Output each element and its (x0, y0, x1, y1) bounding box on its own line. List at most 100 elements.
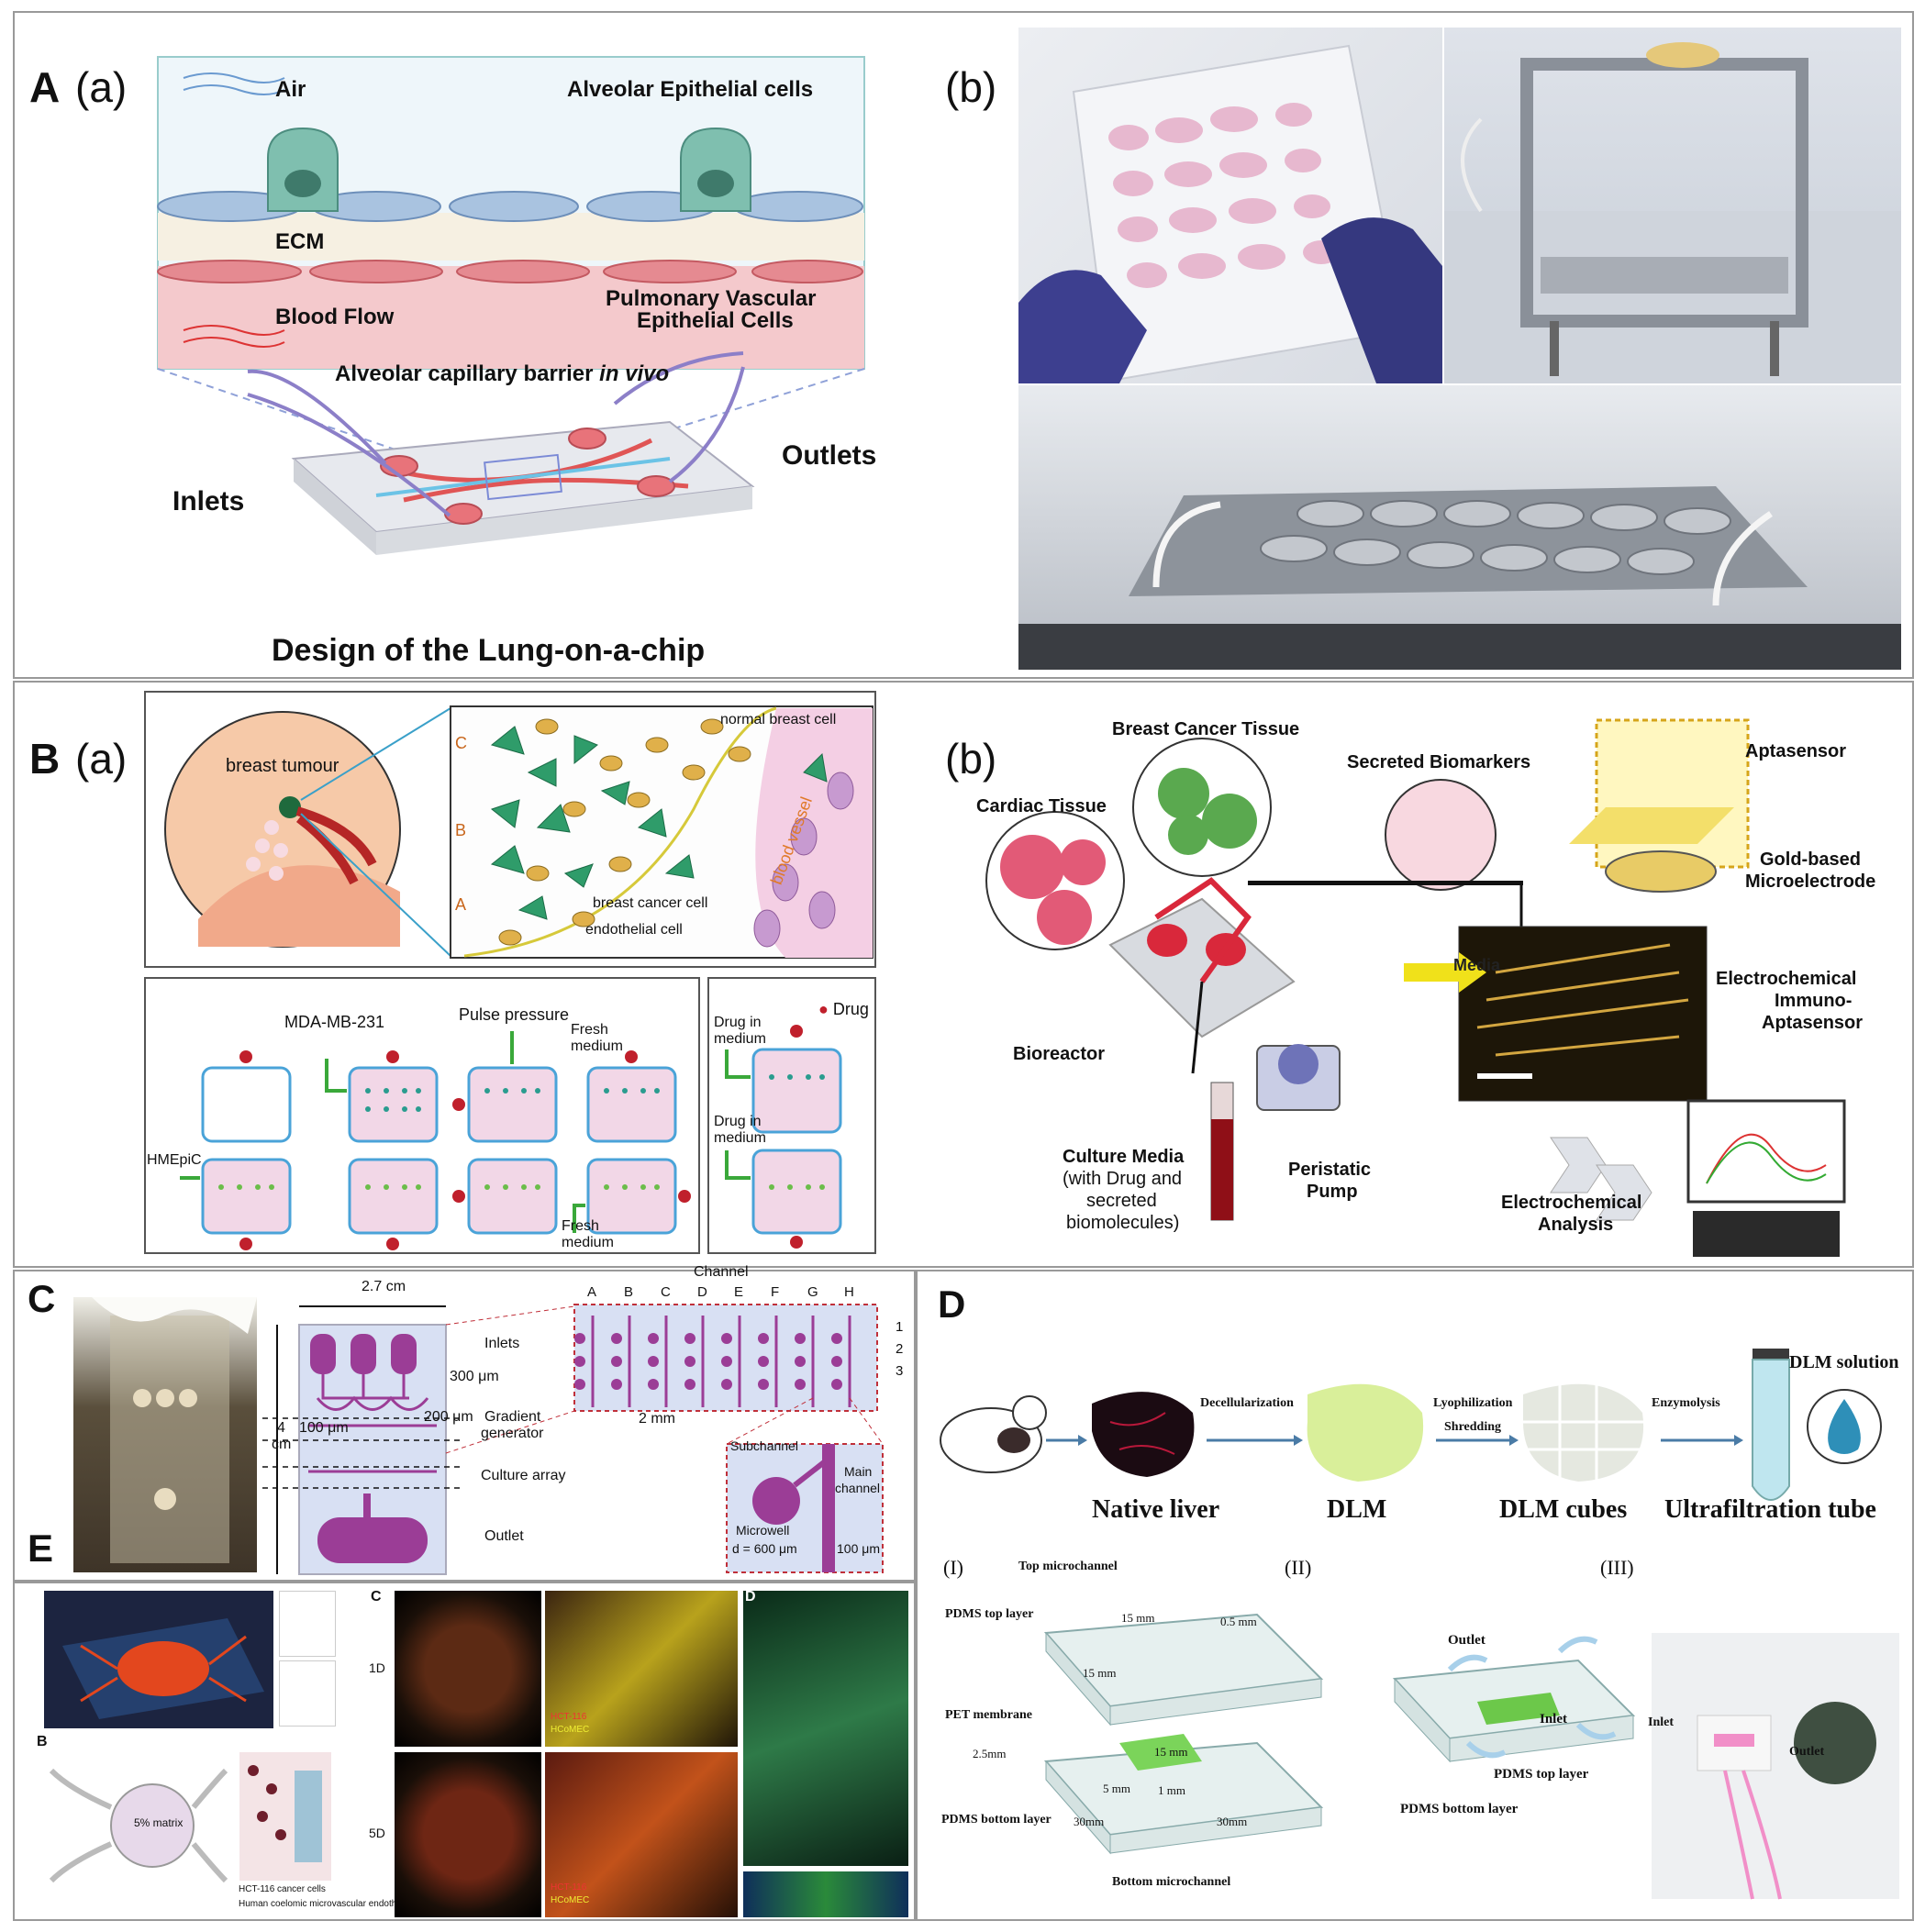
native-liver-label: Native liver (1092, 1495, 1220, 1524)
panel-b-sub-b: (b) (945, 735, 997, 783)
c-microwell-label: Microwell (736, 1523, 790, 1538)
media-label: Media (1453, 956, 1501, 974)
drug-in-medium-1a: Drug in (714, 1015, 762, 1030)
alveolar-diagram (157, 56, 865, 555)
c-row-3: 3 (896, 1363, 904, 1379)
panel-b-sub-a: (a) (75, 735, 128, 783)
analysis-label-2: Analysis (1538, 1215, 1614, 1235)
e-hct-2: HCT-116 (551, 1882, 587, 1893)
c-200um-label: 200 μm (424, 1409, 473, 1425)
dlm-label: DLM (1327, 1495, 1387, 1524)
air-label: Air (275, 77, 306, 102)
e-sub-b: B (37, 1734, 48, 1749)
c-outlet-label: Outlet (484, 1528, 524, 1544)
c-row-2: 2 (896, 1341, 904, 1357)
drug-in-medium-2a: Drug in (714, 1114, 762, 1129)
mm1-label: 1 mm (1158, 1783, 1185, 1797)
pdms-top2-label: PDMS top layer (1494, 1767, 1589, 1782)
pet-label: PET membrane (945, 1708, 1033, 1722)
blood-flow-label: Blood Flow (275, 305, 395, 329)
c-col-d: D (697, 1284, 707, 1300)
c-main-channel-1: Main (844, 1464, 873, 1479)
c-col-h: H (844, 1284, 854, 1300)
c-col-c: C (661, 1284, 671, 1300)
drug-legend: ● Drug (818, 1000, 869, 1018)
pulmonary-label-2: Epithelial Cells (637, 308, 794, 333)
d-iii-label: (III) (1600, 1556, 1634, 1579)
c-height-label-2: cm (272, 1437, 292, 1452)
bioreactor-label: Bioreactor (1013, 1044, 1106, 1064)
mm15c-label: 15 mm (1154, 1745, 1188, 1759)
c-culture-array-label: Culture array (481, 1468, 566, 1483)
panel-c-label: C (28, 1277, 56, 1320)
e-fluor-d-strip (743, 1871, 908, 1917)
culture-label-1: Culture Media (1063, 1147, 1185, 1167)
c-height-label-1: 4 (277, 1420, 285, 1436)
e-fluor-5d-full (395, 1752, 541, 1917)
breast-cancer-tissue-label: Breast Cancer Tissue (1112, 719, 1300, 739)
outlet2-label: Outlet (1448, 1633, 1485, 1648)
c-100um-label: 100 μm (299, 1420, 349, 1436)
electro-label-1: Electrochemical (1716, 969, 1857, 989)
e-sub-d: D (745, 1589, 756, 1604)
pdms-top-label: PDMS top layer (945, 1607, 1034, 1621)
breast-tumour-label: breast tumour (226, 756, 339, 776)
electro-label-2: Immuno- (1775, 991, 1853, 1011)
ultra-label: Ultrafiltration tube (1664, 1495, 1876, 1524)
c-channel-label: Channel (694, 1264, 749, 1280)
e-fluor-1d-zoom (545, 1591, 738, 1747)
bottom-micro-label: Bottom microchannel (1112, 1875, 1231, 1889)
c-d600-label: d = 600 μm (732, 1541, 797, 1556)
zone-c-label: C (455, 734, 467, 752)
outlets-label: Outlets (782, 440, 877, 471)
e-fluor-d (743, 1591, 908, 1866)
alveolar-epithelial-label: Alveolar Epithelial cells (567, 77, 814, 102)
panel-d-label: D (938, 1282, 966, 1326)
breast-cancer-cell-label: breast cancer cell (593, 895, 708, 911)
chamber-schematic (144, 977, 876, 1254)
c-gradient-label-1: Gradient (484, 1409, 541, 1425)
analysis-label-1: Electrochemical (1501, 1193, 1642, 1213)
electro-label-3: Aptasensor (1762, 1013, 1864, 1033)
fresh-medium-top-2: medium (571, 1038, 623, 1054)
fresh-medium-bottom-1: Fresh (562, 1218, 599, 1234)
photo-chip-holder (1444, 28, 1901, 383)
e-hc-2: HCoMEC (551, 1895, 590, 1905)
enzym-label: Enzymolysis (1652, 1396, 1720, 1410)
secreted-biomarkers-label: Secreted Biomarkers (1347, 752, 1531, 772)
outlet3-label: Outlet (1789, 1745, 1825, 1759)
mm30b-label: 30mm (1217, 1815, 1248, 1828)
c-col-a: A (587, 1284, 597, 1300)
c-subchannel-label: Subchannel (730, 1438, 798, 1453)
c-col-f: F (771, 1284, 780, 1300)
drug-dot-icon: ● (818, 1000, 829, 1018)
c-main-channel-2: channel (835, 1481, 881, 1495)
gold-label-2: Microelectrode (1745, 872, 1876, 892)
mm5-label: 5 mm (1103, 1782, 1130, 1795)
e-matrix-schematic (33, 1734, 336, 1917)
c-300um-label: 300 μm (450, 1369, 499, 1384)
endothelial-cell-label: endothelial cell (585, 922, 683, 938)
zone-a-label: A (455, 895, 467, 914)
mm15a-label: 15 mm (1121, 1611, 1155, 1625)
decell-label: Decellularization (1200, 1396, 1294, 1410)
d-ii-label: (II) (1285, 1556, 1312, 1579)
drug-in-medium-2b: medium (714, 1130, 766, 1146)
e-hct-1: HCT-116 (551, 1712, 587, 1722)
mm05-label: 0.5 mm (1220, 1615, 1257, 1628)
e-fluor-5d-zoom (545, 1752, 738, 1917)
e-matrix-label: 5% matrix (134, 1816, 184, 1829)
dlm-cubes-label: DLM cubes (1499, 1495, 1628, 1524)
pulse-pressure-label: Pulse pressure (459, 1005, 570, 1024)
tumour-illustration (144, 691, 876, 968)
culture-label-4: biomolecules) (1066, 1213, 1180, 1233)
e-3d-chip-render (44, 1591, 273, 1728)
photo-holder-closeup (1018, 385, 1901, 670)
c-col-e: E (734, 1284, 744, 1300)
c-2mm-label: 2 mm (639, 1411, 675, 1427)
c-inlets-label: Inlets (484, 1336, 520, 1351)
ecm-label: ECM (275, 229, 325, 254)
mda-label: MDA-MB-231 (284, 1013, 385, 1031)
zone-b-label: B (455, 821, 467, 839)
e-1d-label: 1D (369, 1660, 385, 1675)
